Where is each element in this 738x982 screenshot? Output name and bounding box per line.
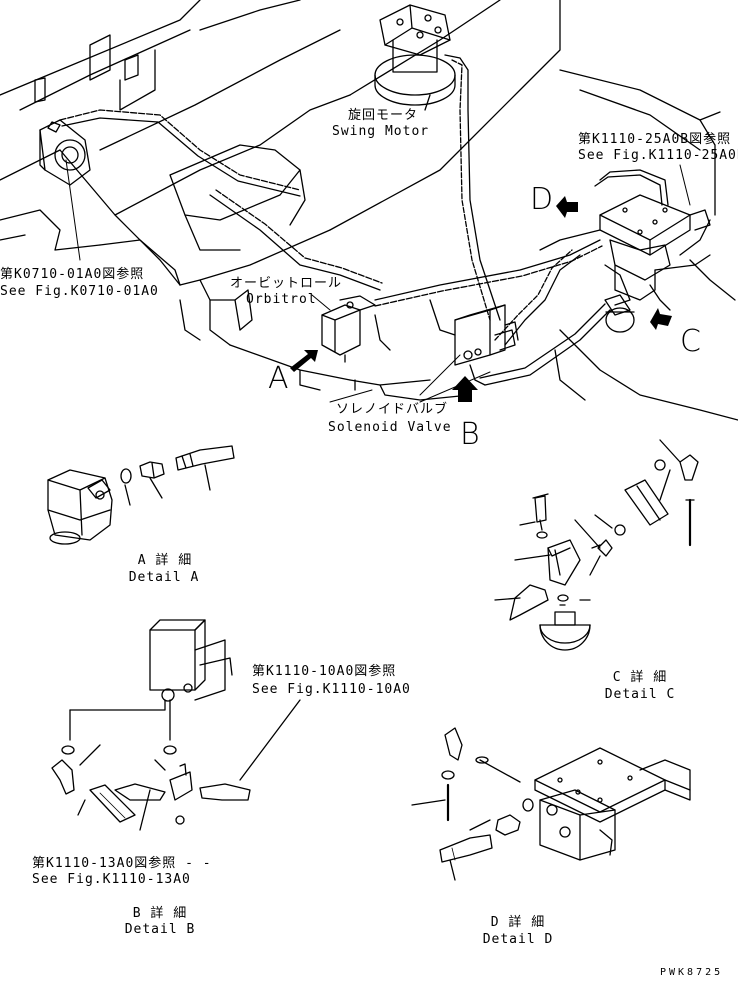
reference-k0710-01a0-jp: 第K0710-01A0図参照 [0, 267, 145, 282]
detail-b-drawing [51, 619, 301, 831]
reference-k1110-25a0b-jp: 第K1110-25A0B図参照 [578, 132, 732, 147]
detail-a-drawing [47, 445, 235, 545]
pilot-pump-motor [39, 109, 301, 197]
view-letter-d: D [530, 182, 554, 217]
orbitrol-unit [321, 295, 376, 363]
detail-c-drawing [494, 439, 699, 651]
swing-motor-label-en: Swing Motor [332, 124, 430, 139]
detail-d-drawing [411, 727, 691, 881]
detail-a-title-jp: A 詳 細 [137, 553, 193, 568]
orbitrol-label-en: Orbitrol [246, 292, 317, 307]
detail-c-title-en: Detail C [604, 687, 676, 702]
reference-k1110-10a0-en: See Fig.K1110-10A0 [252, 682, 411, 697]
solenoid-valve-label-jp: ソレノイドバルブ [336, 402, 449, 417]
view-letter-c: C [680, 324, 701, 359]
detail-d-title-jp: D 詳 細 [490, 915, 546, 930]
detail-b-title-en: Detail B [124, 922, 196, 937]
orbitrol-label-jp: オービットロール [230, 276, 343, 291]
reference-k1110-13a0-en: See Fig.K1110-13A0 [32, 872, 191, 887]
swing-motor [374, 4, 501, 321]
hose-routing [209, 169, 711, 386]
detail-c-title-jp: C 詳 細 [612, 670, 668, 685]
swing-motor-label-jp: 旋回モータ [348, 108, 419, 123]
reference-k0710-01a0-en: See Fig.K0710-01A0 [0, 284, 159, 299]
reference-k1110-10a0-jp: 第K1110-10A0図参照 [252, 664, 397, 679]
detail-a-title-en: Detail A [128, 570, 200, 585]
drawing-code: PWK8725 [660, 967, 724, 978]
upper-frame [0, 0, 738, 421]
detail-d-title-en: Detail D [482, 932, 554, 947]
leader-lines-main [65, 159, 691, 403]
solenoid-valve-label-en: Solenoid Valve [328, 420, 452, 435]
reference-k1110-13a0-jp: 第K1110-13A0図参照 - - [32, 856, 212, 871]
view-arrows [290, 196, 672, 402]
solenoid-valve-unit [454, 304, 519, 386]
detail-b-title-jp: B 詳 細 [132, 906, 188, 921]
view-letter-b: B [460, 417, 480, 452]
view-letter-a: A [268, 361, 289, 396]
reference-k1110-25a0b-en: See Fig.K1110-25A0B [578, 148, 738, 163]
control-valve-assembly [599, 194, 711, 333]
